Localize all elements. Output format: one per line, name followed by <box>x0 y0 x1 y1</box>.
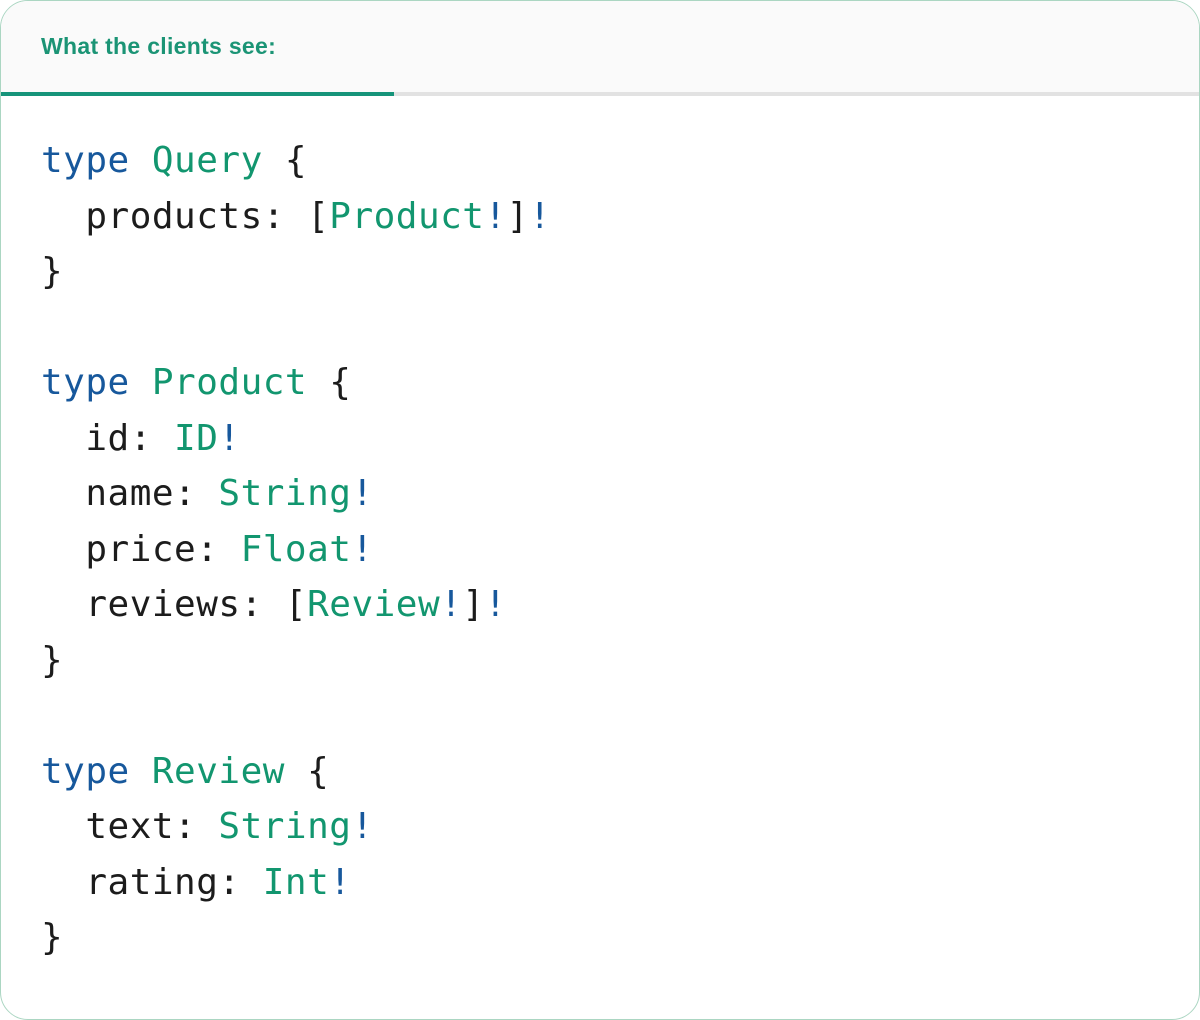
tab-label: What the clients see: <box>41 33 277 59</box>
code-token: String <box>218 473 352 514</box>
code-token: ID <box>174 417 219 459</box>
code-line: price: Float! <box>41 522 1159 578</box>
code-token: products: [ <box>41 195 330 237</box>
code-token: ] <box>462 584 485 625</box>
code-token: Float <box>240 528 352 570</box>
code-token: ! <box>528 195 552 237</box>
code-token: } <box>41 639 64 681</box>
code-token: ! <box>351 528 374 570</box>
code-token: ! <box>329 861 352 903</box>
code-token: String <box>218 806 352 847</box>
code-token: ! <box>351 806 374 847</box>
code-token: Query <box>151 140 263 181</box>
code-token: { <box>262 140 308 181</box>
code-token: ! <box>484 195 507 237</box>
code-line: id: ID! <box>41 411 1159 467</box>
code-token: text: <box>41 806 219 847</box>
code-token: ! <box>440 584 463 625</box>
code-line: type Query { <box>41 133 1159 189</box>
code-line: type Product { <box>41 355 1159 411</box>
code-token: id: <box>41 417 175 459</box>
code-token: Product <box>329 195 485 237</box>
code-token: ! <box>351 473 374 514</box>
code-line: type Review { <box>41 744 1159 800</box>
code-token: price: <box>41 528 241 570</box>
code-line: products: [Product!]! <box>41 189 1159 245</box>
active-tab-indicator <box>1 92 394 96</box>
code-token: } <box>41 917 64 958</box>
code-token: reviews: [ <box>41 584 308 625</box>
tab-what-clients-see[interactable]: What the clients see: <box>1 1 276 92</box>
code-line <box>41 300 1159 356</box>
code-line: } <box>41 633 1159 689</box>
code-token: { <box>307 362 352 403</box>
code-token: type <box>41 750 152 792</box>
code-line: } <box>41 244 1159 300</box>
code-token: } <box>41 251 64 292</box>
code-line: text: String! <box>41 799 1159 855</box>
code-token: Review <box>307 584 441 625</box>
code-token: Int <box>262 861 330 903</box>
code-line: name: String! <box>41 466 1159 522</box>
schema-code-block: type Query { products: [Product!]!} type… <box>1 96 1199 966</box>
code-token: ] <box>506 195 529 237</box>
code-line: reviews: [Review!]! <box>41 577 1159 633</box>
tab-bar: What the clients see: <box>1 1 1199 96</box>
code-token: Review <box>151 750 285 792</box>
code-line: rating: Int! <box>41 855 1159 911</box>
code-token: name: <box>41 473 219 514</box>
code-line: } <box>41 910 1159 966</box>
code-line <box>41 688 1159 744</box>
code-token: type <box>41 362 152 403</box>
code-token: ! <box>484 584 507 625</box>
code-token: type <box>41 140 152 181</box>
code-token: ! <box>218 417 241 459</box>
code-token: rating: <box>41 861 263 903</box>
code-token: { <box>284 750 330 792</box>
code-token: Product <box>151 362 308 403</box>
